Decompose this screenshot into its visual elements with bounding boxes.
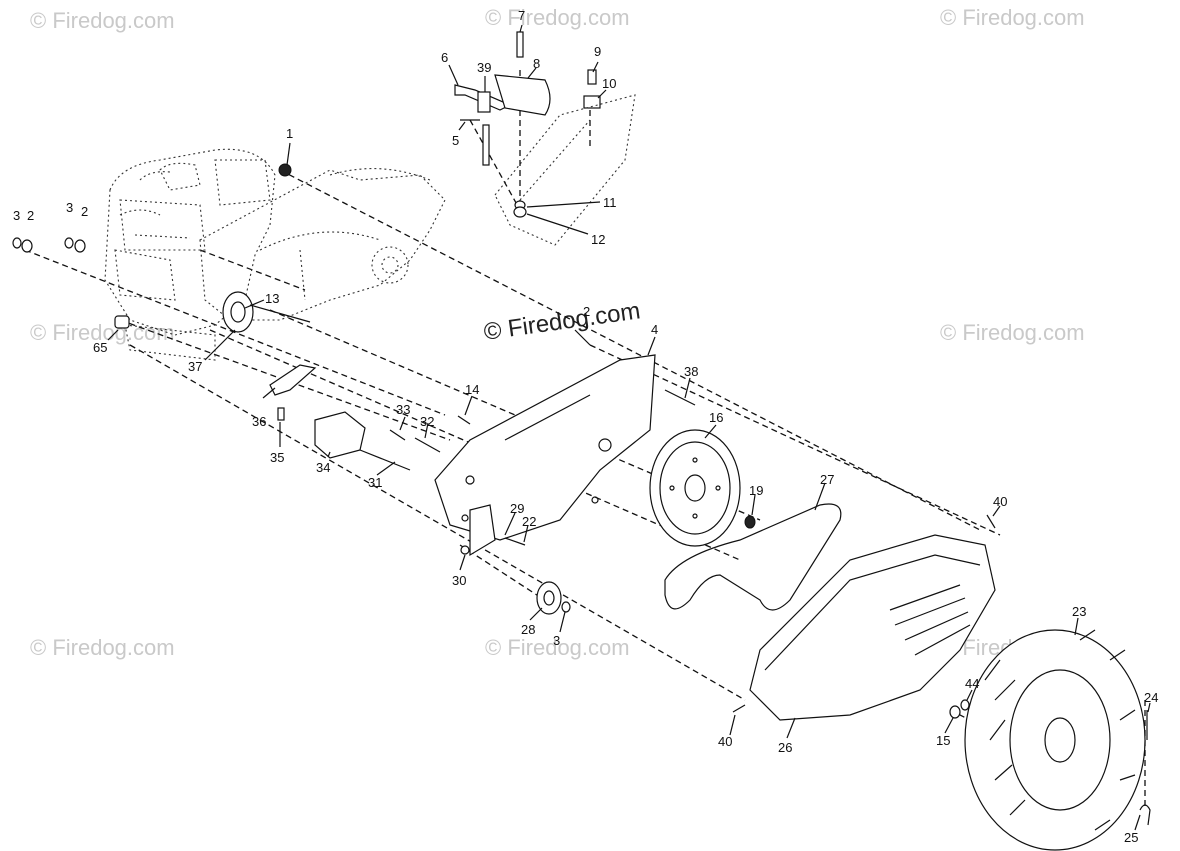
part-33-bolt: [389, 429, 406, 441]
upper-shield: [494, 94, 636, 246]
label-15: 15: [936, 733, 950, 748]
part-4-pin: [574, 329, 591, 346]
part-3-washer: [561, 601, 571, 613]
watermark: © Firedog.com: [940, 320, 1085, 345]
part-35-bolt: [277, 407, 285, 421]
label-34: 34: [316, 460, 330, 475]
label-22: 22: [522, 514, 536, 529]
part-14-pin: [457, 415, 471, 425]
label-8: 8: [533, 56, 540, 71]
engine: [104, 148, 276, 361]
label-11: 11: [603, 195, 617, 210]
engine-pulley: [222, 291, 311, 333]
label-38: 38: [684, 364, 698, 379]
label-33: 33: [396, 402, 410, 417]
part-34-block: [314, 411, 366, 459]
label-1: 1: [286, 126, 293, 141]
watermark: © Firedog.com: [30, 8, 175, 33]
label-29: 29: [510, 501, 524, 516]
label-3: 3: [13, 208, 20, 223]
leader-lines: [107, 24, 1151, 831]
label-26: 26: [778, 740, 792, 755]
label-32: 32: [420, 414, 434, 429]
idler-pulley: [536, 581, 562, 615]
label-44: 44: [965, 676, 979, 691]
part-19-nut: [744, 515, 756, 529]
label-24: 24: [1144, 690, 1158, 705]
label-4: 4: [651, 322, 658, 337]
part-36-bracket: [269, 364, 317, 396]
label-6: 6: [441, 50, 448, 65]
belt-cover: [749, 534, 996, 721]
drive-belt: [664, 503, 842, 611]
wheel: [964, 629, 1146, 851]
left-fasteners: [12, 163, 292, 253]
watermark: © Firedog.com: [30, 635, 175, 660]
label-40: 40: [718, 734, 732, 749]
watermark: © Firedog.com: [485, 635, 630, 660]
part-25-clip: [1139, 804, 1151, 826]
label-2: 2: [583, 304, 590, 319]
label-37: 37: [188, 359, 202, 374]
label-7: 7: [518, 8, 525, 23]
label-5: 5: [452, 133, 459, 148]
label-10: 10: [602, 76, 616, 91]
part-15-washer: [949, 705, 961, 719]
label-28: 28: [521, 622, 535, 637]
label-25: 25: [1124, 830, 1138, 845]
watermark: © Firedog.com: [940, 5, 1085, 30]
idler-bracket: [460, 504, 526, 557]
label-23: 23: [1072, 604, 1086, 619]
label-2: 2: [27, 208, 34, 223]
label-2: 2: [81, 204, 88, 219]
part-40-screw-bottom: [732, 704, 746, 713]
label-27: 27: [820, 472, 834, 487]
label-39: 39: [477, 60, 491, 75]
label-14: 14: [465, 382, 479, 397]
label-13: 13: [265, 291, 279, 306]
watermark: © Firedog.com: [485, 5, 630, 30]
label-40: 40: [993, 494, 1007, 509]
part-labels: 1 3 2 3 2 13 65 37 36 35 34 31 33 32 14 …: [13, 8, 1158, 845]
label-16: 16: [709, 410, 723, 425]
label-19: 19: [749, 483, 763, 498]
tiller-frame: [199, 168, 446, 321]
label-65: 65: [93, 340, 107, 355]
label-3: 3: [553, 633, 560, 648]
top-bracket-assembly: [454, 31, 601, 166]
label-30: 30: [452, 573, 466, 588]
part-38-bolt: [664, 389, 696, 406]
label-9: 9: [594, 44, 601, 59]
center-watermark: © Firedog.com: [482, 297, 642, 346]
label-31: 31: [368, 475, 382, 490]
large-pulley: [649, 429, 741, 547]
label-12: 12: [591, 232, 605, 247]
part-32-bolt: [414, 437, 441, 453]
part-65-nut: [114, 315, 130, 329]
part-31-bolt: [359, 449, 411, 471]
label-36: 36: [252, 414, 266, 429]
watermark: © Firedog.com: [30, 320, 175, 345]
label-35: 35: [270, 450, 284, 465]
label-3: 3: [66, 200, 73, 215]
part-44-washer: [960, 699, 970, 711]
part-40-screw-top: [986, 514, 996, 529]
